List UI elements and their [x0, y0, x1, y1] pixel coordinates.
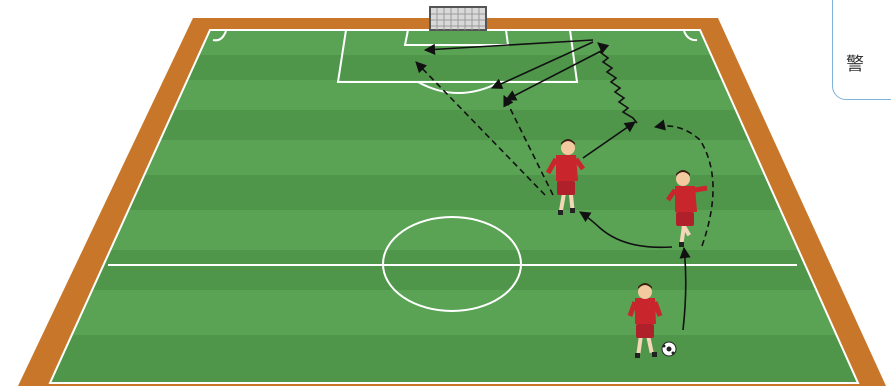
- run-arrow-left: [415, 61, 546, 196]
- dribble-zigzag: [597, 42, 638, 124]
- player-icon: [627, 283, 663, 358]
- shot-arrow-near-post: [423, 39, 594, 55]
- pass-arrow-to-player-two: [679, 246, 691, 331]
- pass-arrow-to-player-one: [579, 211, 673, 249]
- soccer-ball-icon: [661, 341, 677, 357]
- goal-icon: [429, 6, 487, 31]
- player-icon: [665, 170, 708, 247]
- solid-arrows: [423, 39, 691, 331]
- shot-arrow-mid: [490, 41, 594, 89]
- pass-arrow-to-runner: [582, 121, 636, 159]
- side-panel-card: [832, 0, 891, 100]
- run-arrow-right: [653, 119, 714, 247]
- pitch-lines: [48, 29, 860, 384]
- dashed-arrows: [415, 61, 714, 247]
- run-arrow-center: [503, 94, 554, 196]
- shot-arrow-far: [505, 49, 604, 101]
- side-panel-text: 警: [846, 54, 864, 75]
- player-icon: [545, 139, 586, 215]
